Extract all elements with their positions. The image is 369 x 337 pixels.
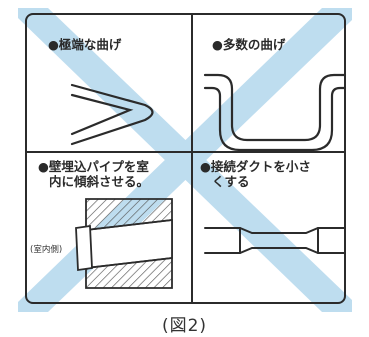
- panel-title-small-duct-line1: ●接続ダクトを小さ: [200, 159, 311, 174]
- panel-title-wall-pipe-line1: ●壁埋込パイプを室: [38, 159, 149, 174]
- many-bends-pipe: [203, 73, 347, 152]
- wall-pipe-tilted: [75, 198, 173, 289]
- extreme-bend-pipe: [70, 83, 154, 146]
- panel-title-small-duct-line2: くする: [212, 174, 250, 189]
- indoor-side-label: (室内側): [30, 245, 63, 255]
- panel-title-many-bends: ●多数の曲げ: [212, 37, 286, 52]
- panel-grid: [25, 13, 346, 304]
- panel-title-extreme-bend: ●極端な曲げ: [48, 37, 122, 52]
- figure-caption: (図2): [161, 316, 208, 336]
- panel-title-wall-pipe-line2: 内に傾斜させる。: [49, 174, 150, 189]
- small-duct-pipe: [204, 227, 346, 254]
